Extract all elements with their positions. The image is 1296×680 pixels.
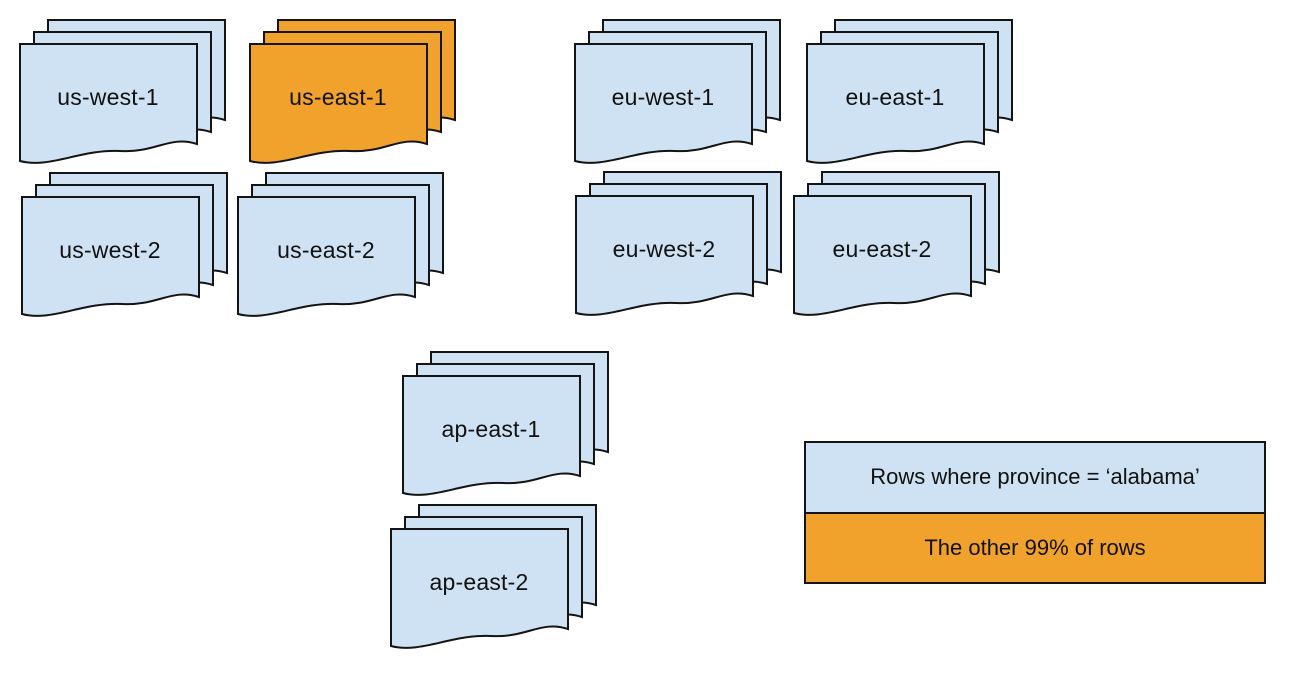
- document-stack-icon: [237, 172, 444, 317]
- document-stack-icon: [21, 172, 228, 317]
- document-stack-icon: [575, 171, 782, 316]
- region-stack-us-west-2: us-west-2: [21, 172, 229, 324]
- legend: Rows where province = ‘alabama’ The othe…: [804, 441, 1266, 584]
- document-stack-icon: [19, 19, 226, 164]
- legend-label-other-rows: The other 99% of rows: [924, 534, 1146, 560]
- region-stack-us-east-1: us-east-1: [249, 19, 457, 171]
- region-stack-ap-east-2: ap-east-2: [390, 504, 598, 656]
- region-stack-ap-east-1: ap-east-1: [402, 351, 610, 503]
- document-stack-icon: [806, 19, 1013, 164]
- document-stack-icon: [793, 171, 1000, 316]
- region-stack-eu-west-1: eu-west-1: [574, 19, 782, 171]
- region-stack-eu-east-1: eu-east-1: [806, 19, 1014, 171]
- region-stack-eu-west-2: eu-west-2: [575, 171, 783, 323]
- document-stack-icon: [574, 19, 781, 164]
- document-stack-icon: [390, 504, 597, 649]
- region-stack-eu-east-2: eu-east-2: [793, 171, 1001, 323]
- legend-row-alabama: Rows where province = ‘alabama’: [806, 443, 1264, 512]
- document-stack-icon: [249, 19, 456, 164]
- region-stack-us-east-2: us-east-2: [237, 172, 445, 324]
- legend-row-other-rows: The other 99% of rows: [806, 511, 1264, 582]
- document-stack-icon: [402, 351, 609, 496]
- legend-label-alabama: Rows where province = ‘alabama’: [870, 464, 1200, 490]
- region-stack-us-west-1: us-west-1: [19, 19, 227, 171]
